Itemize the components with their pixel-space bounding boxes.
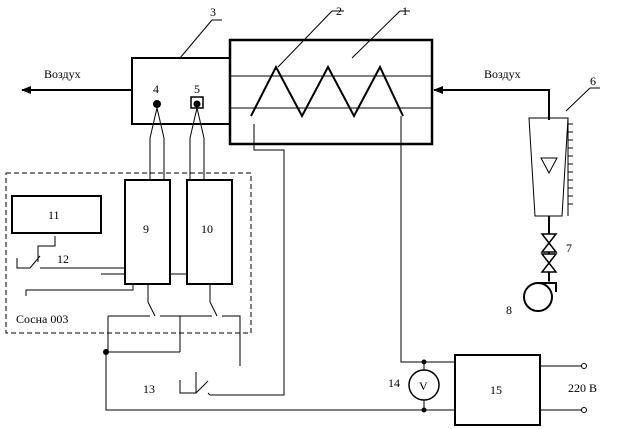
switch-13-icon	[179, 372, 211, 396]
label-2: 2	[336, 4, 342, 18]
heater-chamber-1	[228, 38, 434, 146]
valve-7-icon	[540, 216, 558, 281]
display-11	[11, 195, 102, 234]
label-11: 11	[48, 208, 60, 222]
label-12: 12	[57, 252, 69, 266]
sosna-003-enclosure	[5, 172, 252, 334]
unit-switches	[25, 284, 241, 366]
sensor-5-icon	[189, 96, 205, 180]
air-inlet-label: Воздух	[484, 67, 521, 81]
label-1: 1	[402, 4, 408, 18]
rotameter-6	[528, 117, 573, 217]
label-7: 7	[566, 241, 572, 255]
label-5: 5	[194, 82, 200, 96]
label-4: 4	[153, 82, 159, 96]
label-9: 9	[143, 222, 149, 236]
wiring	[105, 116, 455, 411]
air-inlet-arrow	[433, 86, 550, 120]
power-unit-15	[454, 354, 541, 426]
switch-12-icon	[16, 236, 125, 269]
leader-1	[351, 10, 401, 59]
leader-3	[179, 19, 213, 59]
air-outlet-label: Воздух	[44, 67, 81, 81]
voltage-label: 220 В	[568, 381, 597, 395]
measuring-chamber-3	[131, 57, 231, 125]
label-10: 10	[201, 222, 213, 236]
label-6: 6	[590, 74, 596, 88]
device-label: Сосна 003	[16, 312, 68, 326]
label-8: 8	[506, 303, 512, 317]
blower-8-icon	[523, 281, 557, 312]
voltmeter-symbol: V	[419, 379, 428, 393]
heating-coil-2	[250, 64, 404, 119]
leader-2	[277, 10, 333, 68]
mains-terminals	[540, 363, 587, 413]
leader-6	[565, 87, 591, 112]
label-14: 14	[388, 376, 400, 390]
label-13: 13	[143, 382, 155, 396]
label-15: 15	[490, 383, 502, 397]
sensor-4-icon	[149, 100, 165, 180]
label-3: 3	[210, 5, 216, 19]
